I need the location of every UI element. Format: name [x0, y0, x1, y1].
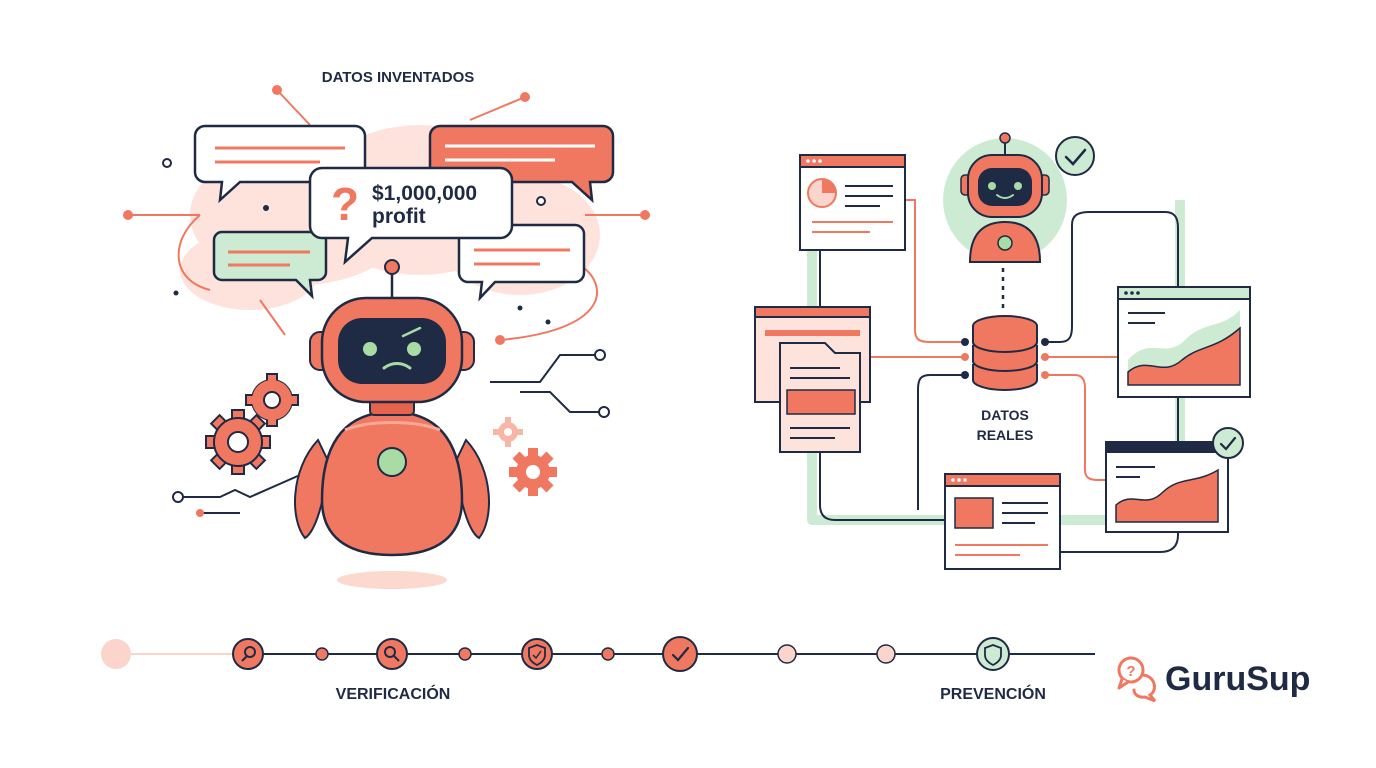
fake-profit-bubble: ? $1,000,000 profit [308, 166, 514, 266]
timeline-node-shield-mint [976, 637, 1010, 671]
report-window-bottom [944, 473, 1061, 570]
circuit-ends [172, 349, 610, 503]
left-panel: DATOS INVENTADOS ? $1, [123, 69, 650, 589]
timeline-start-node [101, 639, 131, 669]
db-label-line2: REALES [977, 427, 1034, 443]
timeline-label-verification: VERIFICACIÓN [336, 684, 451, 703]
timeline-node-magnifier [376, 638, 408, 670]
gear-icon [509, 448, 557, 496]
happy-robot [943, 132, 1095, 263]
area-chart-window-verified [1105, 427, 1244, 533]
timeline-dot [876, 644, 896, 664]
confused-robot [294, 259, 490, 589]
chat-question-mark: ? [1126, 663, 1135, 680]
timeline: VERIFICACIÓN PREVENCIÓN [101, 636, 1095, 703]
question-mark-icon: ? [331, 178, 359, 230]
timeline-label-prevention: PREVENCIÓN [940, 684, 1046, 703]
timeline-dot [315, 647, 329, 661]
timeline-dot [458, 647, 472, 661]
connectors [819, 199, 1179, 553]
brand-logo: ? GuruSup [1117, 656, 1310, 703]
shield-icon [984, 644, 1002, 667]
left-title: DATOS INVENTADOS [322, 69, 475, 86]
timeline-node-shield [521, 638, 553, 670]
check-badge-icon [1212, 427, 1244, 459]
timeline-dot [777, 644, 797, 664]
document-stack-window [754, 306, 871, 453]
fake-word: profit [372, 205, 426, 228]
robot-shadow [337, 571, 447, 589]
circuit-dot [196, 509, 204, 517]
circuit-traces [180, 354, 600, 514]
connector-dots-coral [961, 353, 1049, 379]
timeline-node-check [662, 636, 698, 672]
timeline-node-search [232, 638, 264, 670]
decor-dots-navy [173, 205, 551, 325]
shield-icon [528, 644, 546, 667]
decor-rings [162, 158, 546, 206]
gear-icon [245, 373, 299, 427]
report-window-pie [799, 154, 906, 251]
decor-lines [130, 89, 645, 341]
chat-question-icon: ? [1117, 656, 1157, 703]
connector-dots [961, 338, 1049, 379]
brand-name: GuruSup [1165, 660, 1310, 698]
gear-icon [205, 409, 271, 475]
timeline-dot [601, 647, 615, 661]
search-icon [244, 646, 256, 658]
area-chart-window [1117, 286, 1251, 398]
right-panel: DATOS REALES [754, 132, 1251, 570]
gear-icon [493, 417, 523, 447]
database-icon [972, 315, 1038, 391]
db-label-line1: DATOS [981, 407, 1029, 423]
magnifier-icon [384, 646, 396, 658]
check-icon [671, 646, 690, 662]
fake-price: $1,000,000 [372, 182, 477, 205]
decor-dots [123, 85, 650, 345]
check-badge-icon [1055, 136, 1095, 176]
